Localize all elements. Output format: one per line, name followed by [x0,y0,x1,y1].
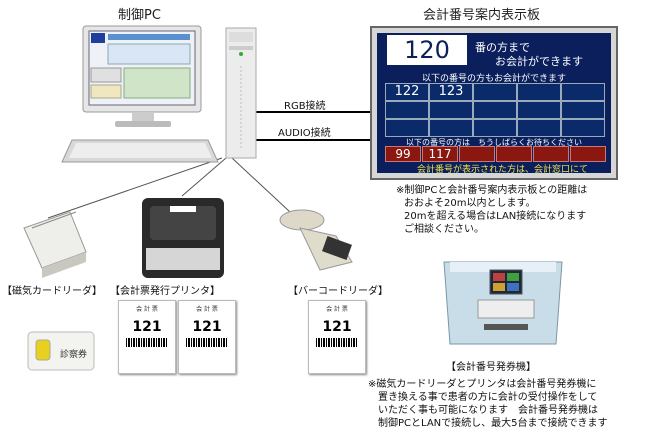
ready-number-cell [385,101,429,119]
issuer-note-line: ※磁気カードリーダとプリンタは会計番号発券機に [368,379,597,390]
ready-number-cell [429,101,473,119]
board-note-line: ご相談ください。 [404,224,484,235]
receipt-title: 会 計 票 [136,306,158,313]
wait-number-cell: 117 [422,146,458,162]
receipt-2: 会 計 票 121 [178,300,236,374]
ready-number-cell [473,101,517,119]
ready-number-cell: 123 [429,83,473,101]
issuer-note-line: 制御PCとLANで接続し、最大5台まで接続できます [378,418,608,429]
issuer-note: ※磁気カードリーダとプリンタは会計番号発券機に 置き換える事で患者の方に会計の受… [368,378,608,430]
ready-number-cell [429,119,473,137]
wait-number-cell [459,146,495,162]
receipt-3: 会 計 票 121 [308,300,366,374]
issuer-label: 【会計番号発券機】 [446,362,536,373]
ready-number-cell: 122 [385,83,429,101]
receipt-barcode [126,338,168,347]
receipt-title: 会 計 票 [196,306,218,313]
wait-number-cell [533,146,569,162]
barcode-reader-label: 【バーコードリーダ】 [288,286,388,297]
wait-number-cell: 99 [385,146,421,162]
board-note-line: ※制御PCと会計番号案内表示板との距離は [396,185,588,196]
board-note-line: 20mを超える場合はLAN接続になります [404,211,587,222]
current-line-1: 番の方まで [475,41,530,54]
ready-header: 以下の番号の方もお会計ができます [421,74,566,84]
ready-number-cell [517,101,561,119]
issuer-note-line: いただく事も可能になります 会計番号発券機は [378,405,598,416]
ready-number-cell [517,119,561,137]
ready-number-cell [561,119,605,137]
display-board-title: 会計番号案内表示板 [423,8,541,23]
board-note: ※制御PCと会計番号案内表示板との距離は おおよそ20m以内とします。 20mを… [396,184,587,236]
receipt-barcode [186,338,228,347]
wait-number-cell [570,146,606,162]
receipt-title: 会 計 票 [326,306,348,313]
receipt-barcode [316,338,358,347]
ready-number-cell [561,101,605,119]
board-note-line: おおよそ20m以内とします。 [404,198,536,209]
board-footer: 会計番号が表示された方は、会計窓口にて [417,165,589,175]
ready-number-cell [385,119,429,137]
audio-link-label: AUDIO接続 [278,128,331,139]
receipt-number: 121 [322,319,352,335]
printer-label: 【会計票発行プリンタ】 [110,286,220,297]
wait-header: 以下の番号の方は ちうしばらくお待ちください [406,138,582,147]
current-line-2: お会計ができます [495,55,583,68]
ready-number-cell [561,83,605,101]
rgb-link-label: RGB接続 [284,101,326,112]
ready-number-cell [473,83,517,101]
control-pc-title: 制御PC [118,8,161,23]
receipt-number: 121 [192,319,222,335]
ready-number-cell [517,83,561,101]
issuer-note-line: 置き換える事で患者の方に会計の受付操作をして [378,392,598,403]
current-number: 120 [387,35,467,65]
receipt-1: 会 計 票 121 [118,300,176,374]
wait-number-cell [496,146,532,162]
ready-number-cell [473,119,517,137]
card-reader-label: 【磁気カードリーダ】 [2,286,102,297]
receipt-number: 121 [132,319,162,335]
card-label: 診察券 [60,350,88,360]
